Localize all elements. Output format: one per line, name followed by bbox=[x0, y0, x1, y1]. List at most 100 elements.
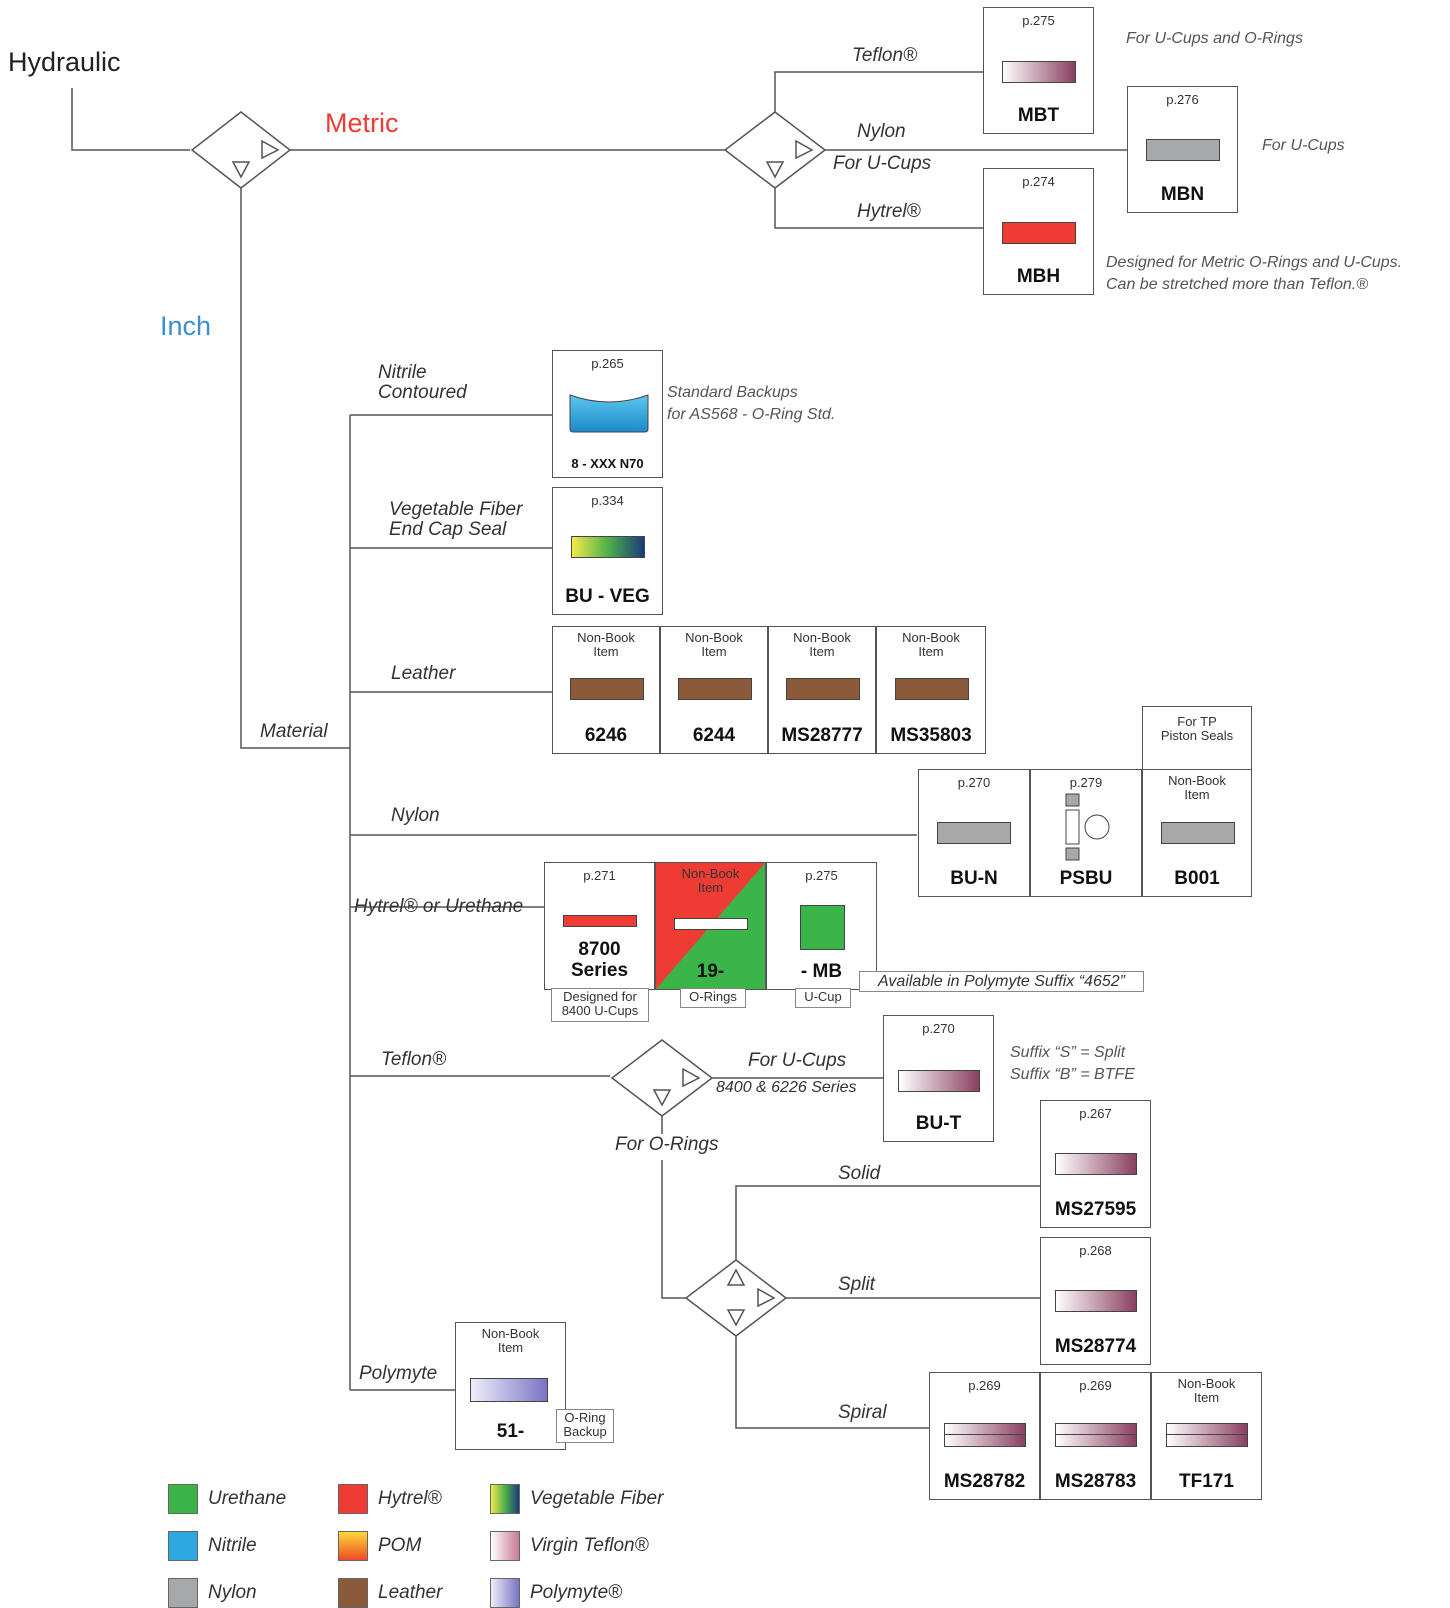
virgin-teflon-swatch bbox=[1055, 1290, 1137, 1312]
polymyte-swatch bbox=[470, 1378, 548, 1402]
non-book-label: Non-Book bbox=[577, 630, 635, 645]
part-card-ms28774[interactable]: p.268 MS28774 bbox=[1040, 1237, 1151, 1365]
non-book-label: Non-Book bbox=[685, 630, 743, 645]
nitrile-legend-swatch bbox=[168, 1531, 198, 1561]
trunk-line bbox=[71, 88, 190, 151]
nitrile-note-1: Standard Backups bbox=[667, 384, 798, 401]
pom-legend-swatch bbox=[338, 1531, 368, 1561]
metric-hytrel-label: Hytrel® bbox=[857, 201, 921, 222]
metric-label: Metric bbox=[325, 108, 399, 138]
virgin-teflon-swatch bbox=[898, 1070, 980, 1092]
part-number: PSBU bbox=[1059, 868, 1113, 889]
nylon-swatch bbox=[1146, 139, 1220, 161]
leather-legend-swatch bbox=[338, 1578, 368, 1608]
part-number: 19- bbox=[696, 961, 725, 982]
page-ref: p.269 bbox=[968, 1378, 1001, 1393]
leather-label: Leather bbox=[391, 663, 456, 684]
part-card-mbn[interactable]: p.276 MBN bbox=[1127, 86, 1238, 213]
split-label: Split bbox=[838, 1274, 875, 1295]
virgin-teflon-swatch bbox=[944, 1423, 1026, 1447]
orings-tag: O-Rings bbox=[680, 988, 746, 1008]
non-book-label: Non-Book bbox=[902, 630, 960, 645]
part-card-ms28783[interactable]: p.269 MS28783 bbox=[1040, 1372, 1151, 1500]
part-card-mbh[interactable]: p.274 MBH bbox=[983, 168, 1094, 295]
nitrile-note-2: for AS568 - O-Ring Std. bbox=[667, 406, 836, 423]
item-label: Item bbox=[701, 644, 727, 659]
metric-ucups-label: For U-Cups bbox=[833, 153, 932, 174]
item-label: Item bbox=[1193, 1390, 1220, 1405]
leather-swatch bbox=[678, 678, 752, 700]
part-card-8-xxx-n70[interactable]: p.265 8 - XXX N70 bbox=[552, 350, 663, 478]
non-book-label: Non-Book bbox=[793, 630, 851, 645]
page-ref: p.268 bbox=[1079, 1243, 1112, 1258]
page-ref: p.270 bbox=[922, 1021, 955, 1036]
virgin-teflon-swatch bbox=[1002, 61, 1076, 83]
mbt-note: For U-Cups and O-Rings bbox=[1126, 30, 1303, 47]
piston-note-1: For TP bbox=[1177, 714, 1217, 729]
part-card-mbt[interactable]: p.275 MBT bbox=[983, 7, 1094, 134]
part-card-bu-veg[interactable]: p.334 BU - VEG bbox=[552, 487, 663, 615]
solid-label: Solid bbox=[838, 1163, 881, 1184]
part-number: BU - VEG bbox=[565, 586, 650, 607]
part-card-mb[interactable]: p.275 - MB bbox=[766, 862, 877, 990]
hytrel-urethane-label: Hytrel® or Urethane bbox=[354, 896, 524, 917]
part-card-ms28782[interactable]: p.269 MS28782 bbox=[929, 1372, 1040, 1500]
page-ref: p.271 bbox=[583, 868, 616, 883]
non-book-label: Non-Book bbox=[681, 866, 740, 881]
part-number: BU-T bbox=[915, 1113, 962, 1134]
legend-label-pom: POM bbox=[378, 1535, 422, 1556]
legend-label-hytrel: Hytrel® bbox=[378, 1488, 442, 1509]
part-number: MBT bbox=[1017, 105, 1060, 126]
nitrile-label-1: Nitrile bbox=[378, 362, 427, 383]
page-ref: p.267 bbox=[1079, 1106, 1112, 1121]
teflon-ucups-label: For U-Cups bbox=[748, 1050, 847, 1071]
page-title: Hydraulic bbox=[8, 47, 121, 77]
urethane-swatch bbox=[800, 905, 845, 950]
part-number: B001 bbox=[1174, 868, 1220, 889]
part-number-1: 8700 bbox=[578, 939, 621, 960]
hytrel-legend-swatch bbox=[338, 1484, 368, 1514]
nitrile-label-2: Contoured bbox=[378, 382, 467, 403]
item-label: Item bbox=[497, 1340, 524, 1355]
item-label: Item bbox=[1184, 787, 1210, 802]
part-card-8700-series[interactable]: p.271 8700 Series bbox=[544, 862, 655, 990]
part-number: 6246 bbox=[584, 725, 628, 746]
page-ref: p.275 bbox=[805, 868, 838, 883]
metric-nylon-label: Nylon bbox=[857, 121, 906, 142]
vegetable-fiber-swatch bbox=[571, 536, 645, 558]
polymyte-label: Polymyte bbox=[359, 1363, 438, 1384]
tag-line-1: O-Ring bbox=[564, 1410, 606, 1425]
non-book-label: Non-Book bbox=[1177, 1376, 1236, 1391]
part-card-bu-n[interactable]: p.270 BU-N bbox=[918, 769, 1030, 897]
tag-line-2: 8400 U-Cups bbox=[561, 1003, 639, 1018]
nylon-legend-swatch bbox=[168, 1578, 198, 1608]
part-number: MBH bbox=[1016, 266, 1061, 287]
legend-label-polymyte: Polymyte® bbox=[530, 1582, 623, 1603]
but-note-2: Suffix “B” = BTFE bbox=[1010, 1066, 1135, 1083]
part-number: MS28782 bbox=[943, 1471, 1026, 1492]
ucup-tag: U-Cup bbox=[795, 988, 851, 1008]
legend-label-leather: Leather bbox=[378, 1582, 443, 1603]
part-card-bu-t[interactable]: p.270 BU-T bbox=[883, 1015, 994, 1142]
tag-line-2: Backup bbox=[563, 1424, 607, 1439]
part-card-psbu[interactable]: p.279 PSBU bbox=[1030, 769, 1142, 897]
part-number: MS27595 bbox=[1054, 1199, 1137, 1220]
polymyte-legend-swatch bbox=[490, 1578, 520, 1608]
page-ref: p.275 bbox=[1022, 13, 1055, 28]
part-card-ms27595[interactable]: p.267 MS27595 bbox=[1040, 1100, 1151, 1228]
legend-label-urethane: Urethane bbox=[208, 1488, 287, 1509]
legend-label-nylon: Nylon bbox=[208, 1582, 257, 1603]
item-label: Item bbox=[918, 644, 944, 659]
part-number: MS28783 bbox=[1054, 1471, 1137, 1492]
part-number: MS35803 bbox=[890, 725, 972, 746]
